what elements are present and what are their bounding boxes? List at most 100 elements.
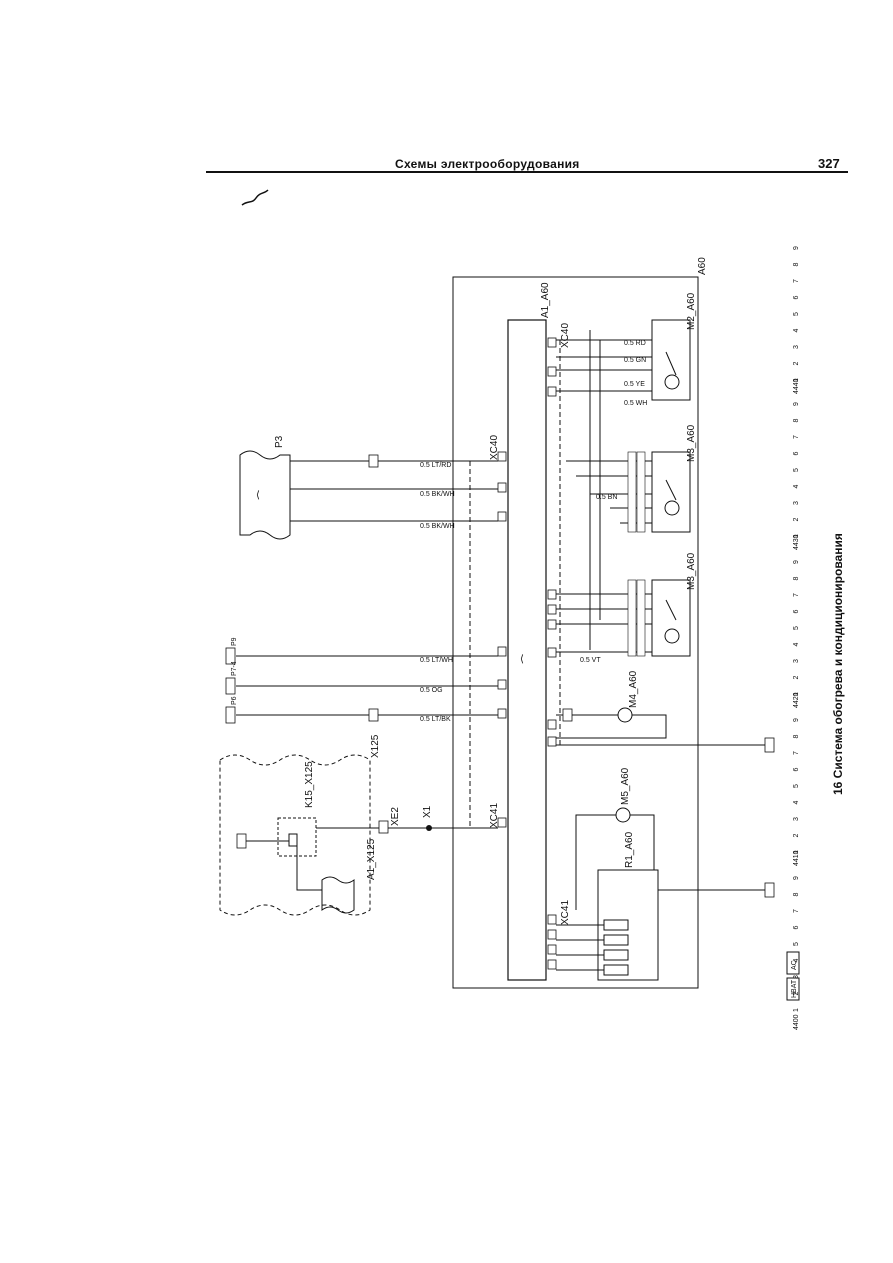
- controller-xc41-mid-label: XC41: [489, 803, 500, 828]
- controller-label: A1_A60: [540, 282, 551, 318]
- grid-digit: 7: [793, 435, 800, 439]
- motor-m4-label: M4_A60: [628, 670, 639, 708]
- grid-digit: 8: [793, 419, 800, 423]
- grid-digit: 6: [793, 610, 800, 614]
- grid-digit: 9: [793, 560, 800, 564]
- connector-x1: [426, 825, 432, 831]
- grid-digit: 6: [793, 452, 800, 456]
- resistor-r1-group: [556, 869, 765, 981]
- grid-digit: 3: [793, 817, 800, 821]
- block-a60-outline: [452, 276, 699, 989]
- grid-digit: 3: [793, 975, 800, 979]
- motor-m3b-group: [556, 579, 691, 657]
- wire-label: 0.5 WH: [624, 400, 647, 407]
- grid-section-4420: 4420: [793, 692, 800, 708]
- grid-digit: 6: [793, 768, 800, 772]
- grid-digit: 4: [793, 485, 800, 489]
- fuse-low-label: P6: [231, 696, 238, 705]
- grid-digit: 2: [793, 362, 800, 366]
- wire-label: 0.5 RD: [624, 340, 646, 347]
- relay-label: K15_X125: [304, 761, 315, 808]
- grid-digit: 2: [793, 518, 800, 522]
- motor-m3b-pins: [627, 579, 646, 657]
- motor-m5-label: M5_A60: [620, 767, 631, 805]
- grid-digit: 8: [793, 893, 800, 897]
- grid-digit: 9: [793, 402, 800, 406]
- wire-label: 0.5 BK/WH: [420, 523, 455, 530]
- relay-wires: [246, 827, 498, 891]
- grid-digit: 7: [793, 909, 800, 913]
- panel-p3-outline: [239, 450, 291, 540]
- grid-digit: 2: [793, 992, 800, 996]
- controller-connector-label: XC40: [560, 323, 571, 348]
- feed-terminal-4410: [764, 882, 775, 898]
- wire-labels: 0.5 LT/RD 0.5 BK/WH 0.5 BK/WH 0.5 LT/WH …: [420, 340, 647, 723]
- page-number: 327: [818, 156, 840, 171]
- grid-digit: 5: [793, 942, 800, 946]
- connector-xe2: [378, 820, 389, 834]
- controller-pins: [497, 337, 557, 970]
- motor-m3-pins: [627, 451, 646, 533]
- wire-label: 0.5 LT/RD: [420, 462, 451, 469]
- block-a60-label: A60: [697, 257, 708, 275]
- panel-x125-outline: [219, 754, 371, 916]
- panel-p3-label: P3: [274, 435, 285, 448]
- motor-m2-group: [556, 319, 691, 650]
- resistor-r1-label: R1_A60: [624, 831, 635, 868]
- grid-digit: 5: [793, 468, 800, 472]
- motor-m4-icon: [617, 707, 633, 723]
- panel-p3-ground: ⟨: [256, 490, 260, 501]
- dashed-links: [469, 340, 561, 828]
- motor-m5-wires: [575, 814, 655, 910]
- connector-xe2-label: XE2: [390, 807, 401, 826]
- controller-a1-a60: [507, 319, 547, 981]
- motor-m2-icon: [664, 374, 680, 390]
- grid-digit: 8: [793, 735, 800, 739]
- grid-digit: 4: [793, 959, 800, 963]
- grid-digit: 6: [793, 296, 800, 300]
- wire-label: 0.5 GN: [624, 357, 646, 364]
- grid-section-4440: 4440: [793, 378, 800, 394]
- pen-mark-icon: [241, 189, 269, 206]
- motor-m3-icon: [664, 500, 680, 516]
- fuse-boxes: [225, 647, 379, 724]
- legend-ac-label: AC: [791, 960, 798, 970]
- grid-digit: 3: [793, 345, 800, 349]
- motor-m3b-icon: [664, 628, 680, 644]
- controller-xc40-mid-label: XC40: [489, 435, 500, 460]
- grid-digit: 5: [793, 626, 800, 630]
- wire-label: 0.5 LT/BK: [420, 716, 451, 723]
- motor-m5-icon: [615, 807, 631, 823]
- p3-wires: [290, 460, 498, 522]
- header-rule: [206, 171, 848, 173]
- grid-digit: 7: [793, 593, 800, 597]
- grid-digit: 8: [793, 577, 800, 581]
- grid-digit: 6: [793, 926, 800, 930]
- grid-digit: 4: [793, 801, 800, 805]
- motor-m2-label: M2_A60: [686, 292, 697, 330]
- grid-digit: 2: [793, 834, 800, 838]
- fuse-top-label: P9: [231, 637, 238, 646]
- grid-section-4430: 4430: [793, 534, 800, 550]
- page-header-title: Схемы электрооборудования: [395, 157, 580, 171]
- grid-digit: 8: [793, 263, 800, 267]
- relay-module-shape: [321, 876, 355, 914]
- legend-box-hbat: [786, 977, 800, 1001]
- grid-digit: 4: [793, 643, 800, 647]
- feed-terminal-4420: [764, 737, 775, 753]
- wire-label: 0.5 YE: [624, 381, 645, 388]
- grid-digit: 7: [793, 279, 800, 283]
- grid-digit: 1: [793, 692, 800, 696]
- legend-hbat-label: HBAT: [791, 979, 798, 998]
- relay-module-label: A1_X125: [366, 838, 377, 880]
- grid-digit: 2: [793, 676, 800, 680]
- grid-digit: 5: [793, 312, 800, 316]
- relay-fuse: [236, 833, 247, 849]
- fuse-mid-label: P7-4: [231, 661, 238, 676]
- wire-label: 0.5 LT/WH: [420, 657, 453, 664]
- relay-coil: [288, 833, 298, 847]
- motor-m3-label: M3_A60: [686, 424, 697, 462]
- grid-digit: 9: [793, 246, 800, 250]
- grid-section-4410: 4410: [793, 850, 800, 866]
